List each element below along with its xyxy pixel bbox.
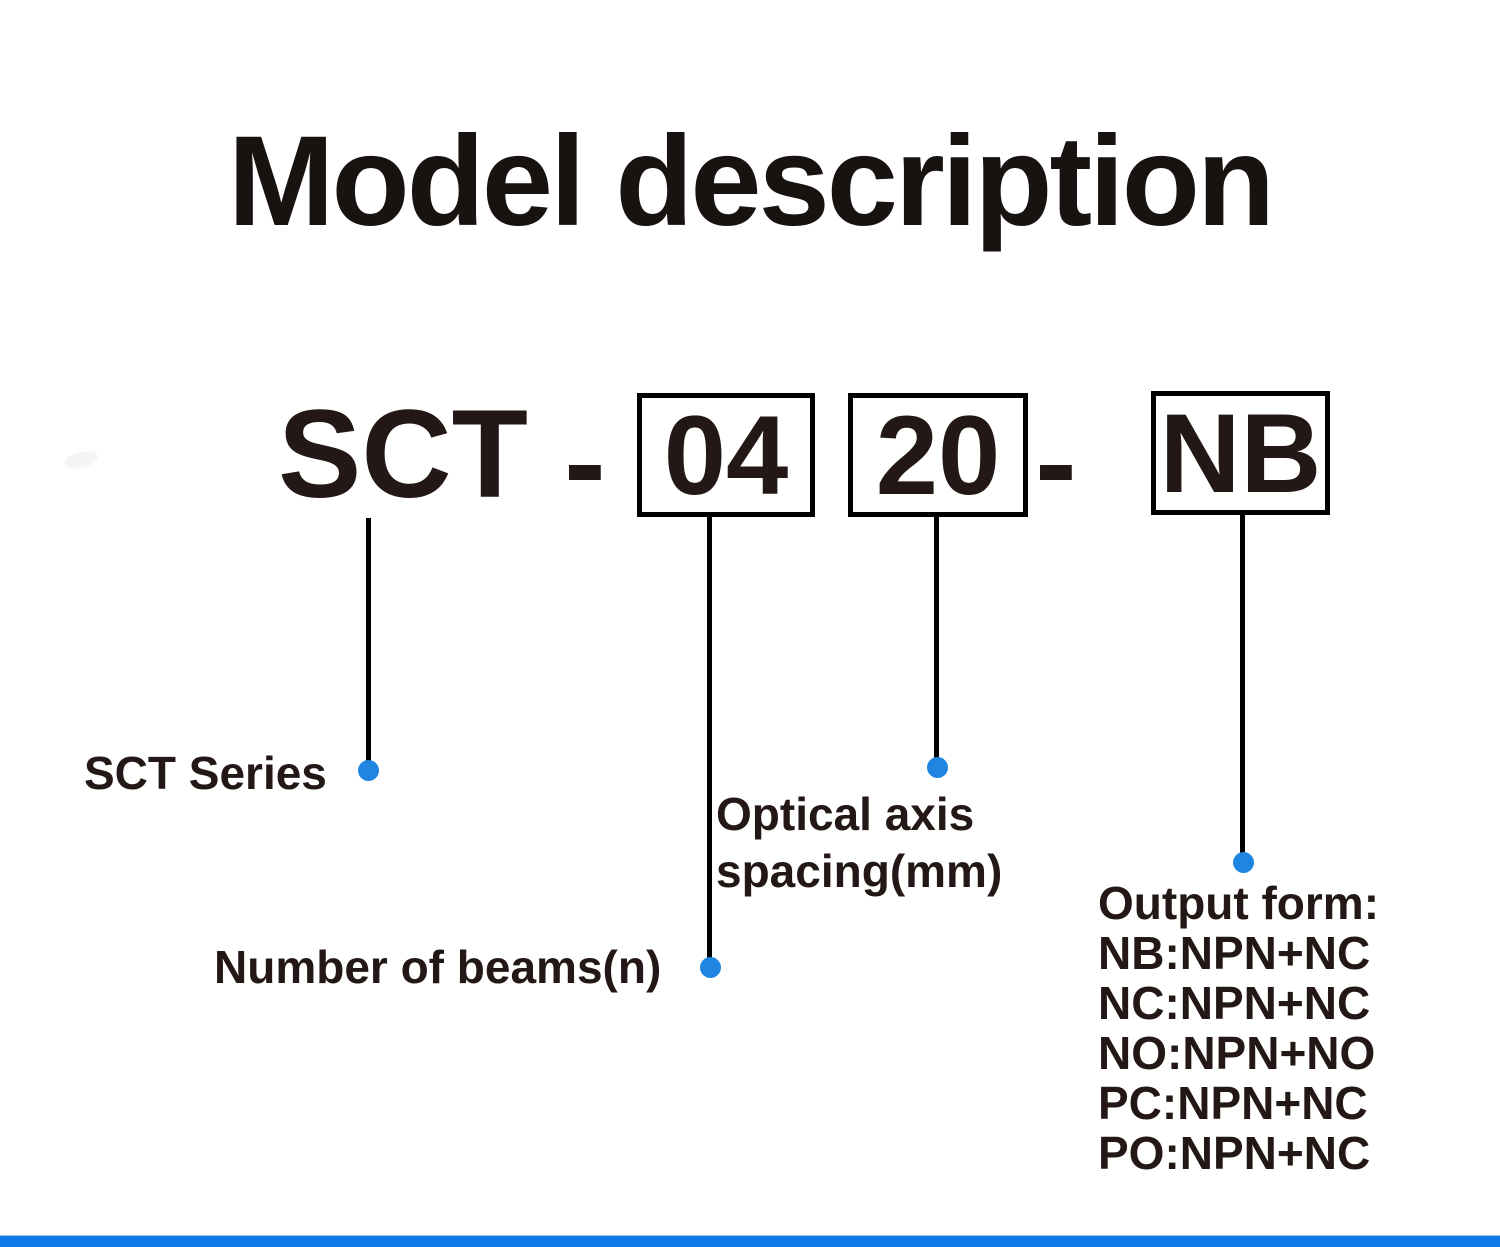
series-label: SCT Series (84, 747, 327, 799)
beams-dot (700, 957, 721, 978)
beams-value: 04 (663, 392, 789, 518)
connector-line-output (1240, 515, 1245, 863)
output-value: NB (1159, 390, 1322, 516)
spacing-label-line1: Optical axis (716, 788, 975, 840)
dash-separator-1: - (564, 393, 606, 532)
output-form-option: NC:NPN+NC (1098, 977, 1371, 1029)
beams-label: Number of beams(n) (214, 941, 662, 993)
output-form-option: PO:NPN+NC (1098, 1127, 1371, 1179)
output-form-option: NB:NPN+NC (1098, 927, 1371, 979)
beams-value-box: 04 (637, 392, 815, 518)
connector-line-spacing (934, 513, 939, 768)
output-value-box: NB (1151, 390, 1330, 516)
faint-print-smudge (62, 448, 100, 472)
output-form-option: NO:NPN+NO (1098, 1027, 1376, 1079)
spacing-label: Optical axis spacing(mm) (716, 786, 1002, 900)
bottom-accent-bar (0, 1235, 1500, 1247)
spacing-value-box: 20 (848, 392, 1028, 518)
page-title: Model description (227, 110, 1275, 253)
output-form-block: Output form: NB:NPN+NC NC:NPN+NC NO:NPN+… (1098, 878, 1379, 1178)
connector-line-series (366, 518, 371, 771)
spacing-value: 20 (875, 392, 1001, 518)
output-dot (1233, 852, 1254, 873)
connector-line-beams (707, 517, 712, 968)
model-prefix: SCT (278, 385, 528, 524)
spacing-dot (927, 757, 948, 778)
dash-separator-2: - (1035, 393, 1077, 532)
spacing-label-line2: spacing(mm) (716, 845, 1003, 897)
series-dot (358, 760, 379, 781)
output-form-option: PC:NPN+NC (1098, 1077, 1368, 1129)
output-form-heading: Output form: (1098, 877, 1380, 929)
